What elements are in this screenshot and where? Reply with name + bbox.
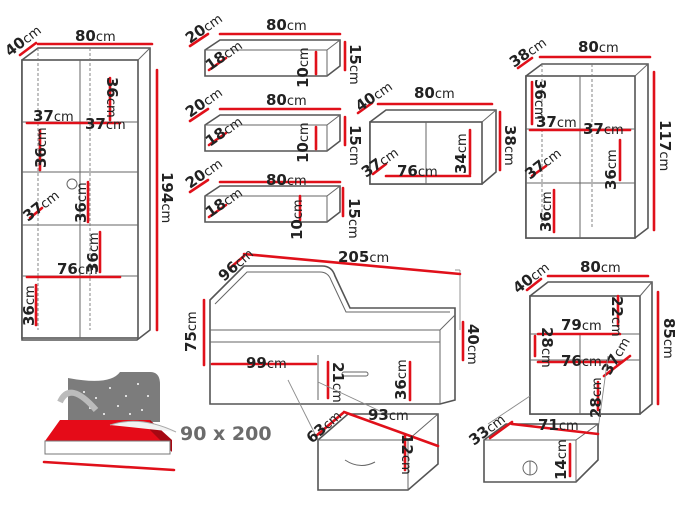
wall-shelf-2: 20cm 80cm 18cm 10cm 15cm bbox=[182, 86, 364, 166]
shelf1-inner-height-label: 10cm bbox=[294, 47, 312, 88]
shelf2-inner-height-label: 10cm bbox=[294, 122, 312, 163]
shelf3-width-label: 80cm bbox=[266, 171, 307, 189]
desk-height-label: 85cm bbox=[660, 318, 678, 359]
desk-drawer: 33cm 71cm 14cm bbox=[465, 355, 609, 483]
bed-front-height-label: 40cm bbox=[464, 324, 482, 365]
wall-shelf-1: 20cm 80cm 18cm 10cm 15cm bbox=[182, 12, 364, 88]
wardrobe-height-label: 194cm bbox=[158, 172, 176, 223]
desk-knee-width-label: 76cm bbox=[561, 352, 602, 370]
wardrobe-top-shelf-height-label: 36cm bbox=[103, 77, 121, 118]
desk-width-label: 80cm bbox=[580, 258, 621, 276]
shelf1-height-label: 15cm bbox=[346, 44, 364, 85]
desk-drawer-height-label: 14cm bbox=[552, 439, 570, 480]
desk-drawer-width-label: 71cm bbox=[538, 416, 579, 434]
shelf2-height-label: 15cm bbox=[346, 125, 364, 166]
shelf1-width-label: 80cm bbox=[266, 16, 307, 34]
bed-size-icon: 90 x 200 bbox=[42, 372, 272, 472]
bookcase-top-shelf-height-label: 36cm bbox=[531, 79, 549, 120]
wardrobe-shelf-width-left-label: 37cm bbox=[33, 107, 74, 125]
bed-drawer: 63cm 93cm 12cm bbox=[287, 379, 440, 491]
desk-top-inner-width-label: 79cm bbox=[561, 316, 602, 334]
desk-top-inner-height-label: 22cm bbox=[608, 296, 626, 337]
shelf3-height-label: 15cm bbox=[345, 198, 363, 239]
wardrobe-shelf-width-right-label: 37cm bbox=[85, 115, 126, 133]
desk-side-height-label: 28cm bbox=[538, 327, 556, 368]
bed-length-label: 205cm bbox=[338, 248, 389, 266]
bookcase-shelf-width-left-label: 37cm bbox=[536, 113, 577, 131]
wardrobe-shelf-height-e-label: 36cm bbox=[20, 285, 38, 326]
cabinet-inner-height-label: 34cm bbox=[452, 133, 470, 174]
bookcase: 38cm 80cm 36cm 37cm 37cm 37cm 36cm 36cm … bbox=[506, 36, 674, 239]
shelf2-width-label: 80cm bbox=[266, 91, 307, 109]
shelf3-inner-height-label: 10cm bbox=[288, 199, 306, 240]
wardrobe-width-label: 80cm bbox=[75, 27, 116, 45]
cabinet-inner-width-label: 76cm bbox=[397, 162, 438, 180]
wardrobe-shelf-height-c-label: 36cm bbox=[72, 182, 90, 223]
bed-drawer-box-depth-label: 12cm bbox=[398, 434, 416, 475]
wardrobe-shelf-height-b-label: 36cm bbox=[32, 127, 50, 168]
bed-drawer-width-label: 99cm bbox=[246, 354, 287, 372]
bookcase-width-label: 80cm bbox=[578, 38, 619, 56]
bookcase-height-label: 117cm bbox=[656, 120, 674, 171]
cabinet-width-label: 80cm bbox=[414, 84, 455, 102]
tall-wardrobe: 40cm 80cm 36cm 37cm 37cm 36cm 37cm 36cm … bbox=[1, 23, 176, 341]
bed: 96cm 205cm 75cm 99cm 21cm 36cm 40cm bbox=[182, 247, 482, 405]
wall-shelf-3: 20cm 80cm 18cm 10cm 15cm bbox=[182, 157, 363, 240]
wardrobe-bottom-width-label: 76cm bbox=[57, 260, 98, 278]
desk: 40cm 80cm 79cm 22cm 28cm 76cm 37cm 28cm … bbox=[509, 258, 678, 418]
bookcase-bottom-shelf-height-label: 36cm bbox=[537, 191, 555, 232]
bed-size-label: 90 x 200 bbox=[180, 423, 272, 445]
bookcase-mid-shelf-height-label: 36cm bbox=[602, 149, 620, 190]
bed-drawer-box-height-label: 36cm bbox=[392, 359, 410, 400]
low-cabinet: 40cm 80cm 37cm 76cm 34cm 38cm bbox=[352, 80, 519, 185]
bed-drawer-height-label: 21cm bbox=[329, 362, 347, 403]
cabinet-height-label: 38cm bbox=[501, 125, 519, 166]
bed-drawer-width-label-2: 93cm bbox=[368, 406, 409, 424]
bookcase-shelf-width-right-label: 37cm bbox=[583, 120, 624, 138]
bed-height-label: 75cm bbox=[182, 311, 200, 352]
wardrobe-shelf-height-d-label: 36cm bbox=[84, 232, 102, 273]
